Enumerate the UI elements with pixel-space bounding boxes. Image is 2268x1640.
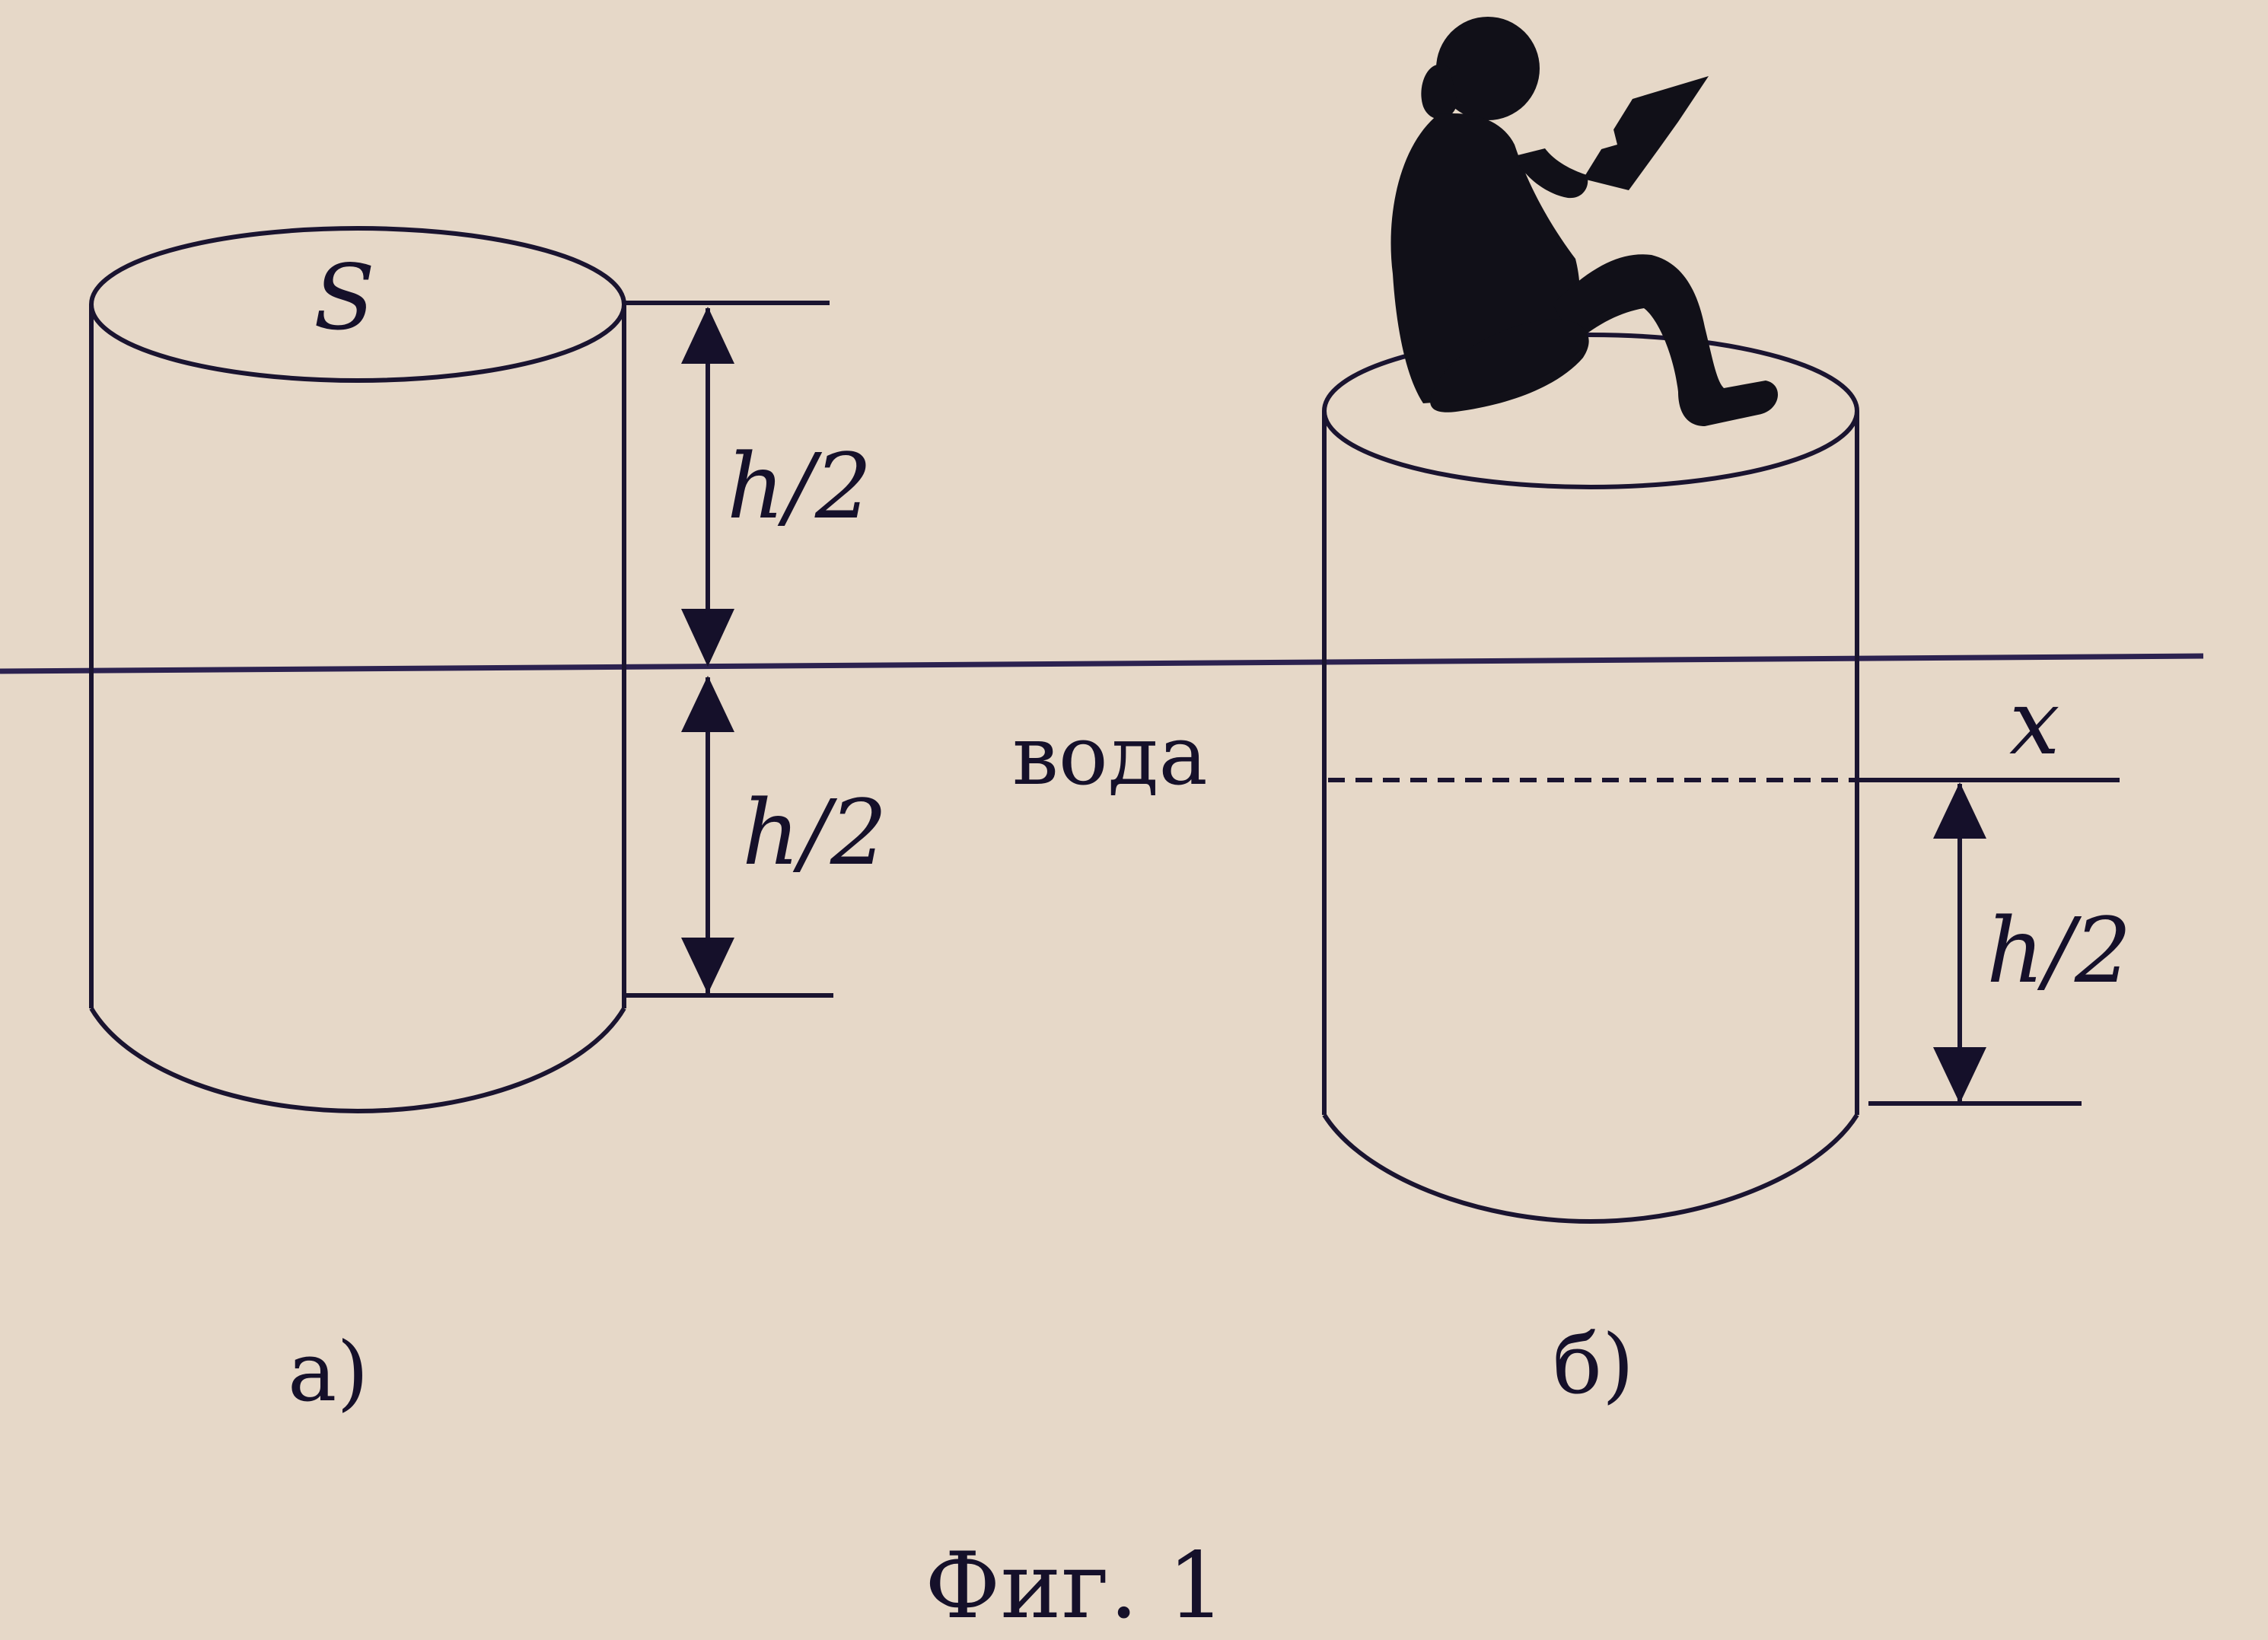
panel-a: S h/2 h/2 а) — [89, 226, 887, 1420]
area-label-s: S — [314, 245, 375, 350]
cylinder-b-top — [1322, 333, 1859, 489]
water-surface-line — [0, 653, 2204, 674]
x-label: x — [2009, 670, 2060, 775]
water-label: вода — [1012, 709, 1208, 804]
upper-dimension-a — [681, 307, 734, 667]
lower-dimension-b — [1933, 782, 1986, 1103]
upper-dimension-a-label: h/2 — [727, 434, 872, 539]
panel-b-label: б) — [1553, 1317, 1634, 1412]
cylinder-a-bottom — [89, 1007, 626, 1114]
figure-caption: Фиг. 1 — [925, 1533, 1225, 1639]
lower-dimension-a — [681, 676, 734, 994]
cylinder-b-bottom — [1322, 1113, 1859, 1224]
panel-b: x h/2 б) — [1322, 17, 2132, 1412]
panel-a-label: а) — [288, 1325, 369, 1420]
lower-dimension-b-label: h/2 — [1986, 898, 2132, 1003]
cylinder-b — [1322, 333, 1859, 1224]
lower-dimension-a-label: h/2 — [742, 780, 887, 885]
reading-child-silhouette-icon — [1390, 17, 1779, 426]
